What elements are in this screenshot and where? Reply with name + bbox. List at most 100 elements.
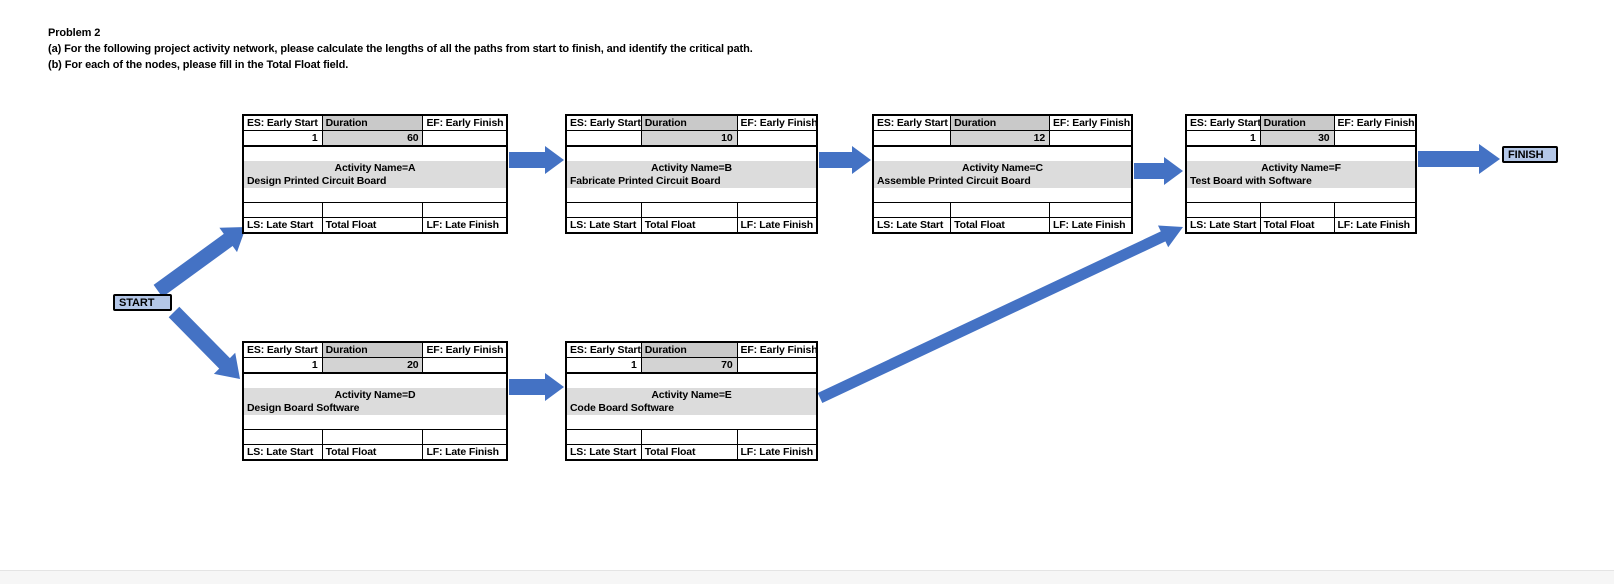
- es-label: ES: Early Start: [874, 116, 952, 130]
- ef-value: [423, 358, 506, 372]
- es-label: ES: Early Start: [567, 343, 642, 357]
- duration-label: Duration: [641, 116, 738, 130]
- problem-statement: Problem 2 (a) For the following project …: [48, 25, 753, 73]
- lf-label: LF: Late Finish: [1337, 219, 1411, 232]
- total-float-label: Total Float: [642, 218, 738, 232]
- activity-node-d: ES: Early Start Duration EF: Early Finis…: [242, 341, 508, 461]
- activity-node-c: ES: Early Start Duration EF: Early Finis…: [872, 114, 1133, 234]
- total-float-label: Total Float: [642, 445, 738, 459]
- ef-label: EF: Early Finish: [426, 116, 504, 129]
- lf-label: LF: Late Finish: [740, 446, 814, 459]
- blank-cells-row: [244, 202, 506, 219]
- spacer-row: [1187, 188, 1415, 202]
- ef-value: [1335, 131, 1415, 145]
- activity-name: Activity Name=B: [567, 160, 816, 175]
- blank-cells-row: [244, 429, 506, 446]
- problem-part-a: (a) For the following project activity n…: [48, 43, 753, 55]
- spacer-row: [244, 188, 506, 202]
- ls-label: LS: Late Start: [244, 218, 323, 232]
- arrow-a-to-b: [509, 146, 564, 174]
- spacer-row: [567, 374, 816, 388]
- es-label: ES: Early Start: [1187, 116, 1261, 130]
- lf-label: LF: Late Finish: [426, 219, 499, 232]
- activity-name: Activity Name=F: [1187, 160, 1415, 175]
- finish-node: FINISH: [1502, 146, 1558, 163]
- es-value: [874, 130, 952, 145]
- activity-name: Activity Name=A: [244, 160, 506, 175]
- spacer-row: [567, 415, 816, 429]
- spacer-row: [244, 415, 506, 429]
- es-value: [567, 130, 642, 145]
- duration-label: Duration: [322, 116, 424, 130]
- ls-label: LS: Late Start: [1187, 218, 1261, 232]
- es-value: 1: [567, 357, 642, 372]
- lf-label: LF: Late Finish: [426, 446, 499, 459]
- es-value: 1: [244, 130, 323, 145]
- duration-value: 10: [641, 130, 738, 145]
- activity-node-e: ES: Early Start Duration EF: Early Finis…: [565, 341, 818, 461]
- ef-value: [423, 131, 506, 145]
- blank-cells-row: [567, 429, 816, 446]
- arrow-b-to-c: [819, 146, 871, 174]
- arrow-d-to-e: [509, 373, 564, 401]
- activity-description: Assemble Printed Circuit Board: [874, 174, 1131, 189]
- spacer-row: [244, 374, 506, 388]
- lf-label: LF: Late Finish: [1053, 219, 1126, 232]
- activity-name: Activity Name=C: [874, 160, 1131, 175]
- activity-description: Test Board with Software: [1187, 174, 1415, 189]
- arrow-start-to-a: [153, 227, 246, 298]
- duration-value: 70: [641, 357, 738, 372]
- ef-label: EF: Early Finish: [740, 343, 816, 356]
- start-node-label: START: [119, 296, 155, 309]
- ef-value: [1050, 131, 1131, 145]
- blank-cells-row: [567, 202, 816, 219]
- ef-value: [738, 131, 816, 145]
- ef-label: EF: Early Finish: [426, 343, 504, 356]
- total-float-label: Total Float: [1261, 218, 1335, 232]
- ls-label: LS: Late Start: [244, 445, 323, 459]
- activity-node-f: ES: Early Start Duration EF: Early Finis…: [1185, 114, 1417, 234]
- lf-label: LF: Late Finish: [740, 219, 814, 232]
- arrow-c-to-f: [1134, 157, 1183, 185]
- activity-name: Activity Name=E: [567, 387, 816, 402]
- activity-description: Code Board Software: [567, 401, 816, 416]
- duration-label: Duration: [1260, 116, 1335, 130]
- arrow-e-to-f: [817, 225, 1183, 403]
- blank-cells-row: [1187, 202, 1415, 219]
- spacer-row: [1187, 147, 1415, 161]
- start-node: START: [113, 294, 172, 311]
- page-edge-strip: [0, 570, 1614, 584]
- problem-part-b: (b) For each of the nodes, please fill i…: [48, 59, 349, 71]
- duration-label: Duration: [641, 343, 738, 357]
- ls-label: LS: Late Start: [874, 218, 952, 232]
- spacer-row: [874, 147, 1131, 161]
- duration-value: 30: [1260, 130, 1335, 145]
- arrow-f-to-finish: [1418, 144, 1500, 174]
- blank-cells-row: [874, 202, 1131, 219]
- duration-value: 60: [322, 130, 424, 145]
- activity-node-a: ES: Early Start Duration EF: Early Finis…: [242, 114, 508, 234]
- activity-name: Activity Name=D: [244, 387, 506, 402]
- spacer-row: [874, 188, 1131, 202]
- ef-label: EF: Early Finish: [1053, 116, 1130, 129]
- duration-value: 12: [951, 130, 1051, 145]
- total-float-label: Total Float: [951, 218, 1051, 232]
- total-float-label: Total Float: [323, 445, 424, 459]
- spacer-row: [567, 147, 816, 161]
- ls-label: LS: Late Start: [567, 218, 642, 232]
- ls-label: LS: Late Start: [567, 445, 642, 459]
- es-label: ES: Early Start: [567, 116, 642, 130]
- problem-title: Problem 2: [48, 27, 101, 39]
- es-label: ES: Early Start: [244, 343, 323, 357]
- total-float-label: Total Float: [323, 218, 424, 232]
- duration-label: Duration: [322, 343, 424, 357]
- activity-description: Design Board Software: [244, 401, 506, 416]
- es-value: 1: [244, 357, 323, 372]
- ef-label: EF: Early Finish: [1337, 116, 1415, 129]
- activity-description: Design Printed Circuit Board: [244, 174, 506, 189]
- arrow-start-to-d: [168, 306, 240, 379]
- es-label: ES: Early Start: [244, 116, 323, 130]
- ef-label: EF: Early Finish: [740, 116, 816, 129]
- duration-value: 20: [322, 357, 424, 372]
